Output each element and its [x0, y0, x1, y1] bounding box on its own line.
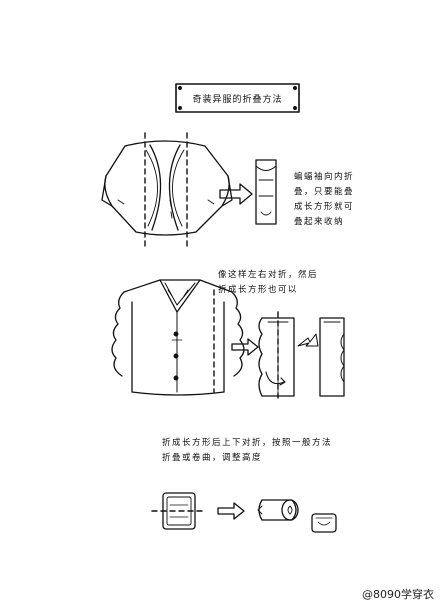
title-box: [175, 83, 300, 113]
bat-sleeve-garment-drawing: [101, 140, 233, 236]
arrow-1: [219, 183, 253, 205]
ruffled-vest-drawing: [111, 279, 245, 396]
folded-rectangle-1: [255, 159, 277, 225]
watermark: @8090学穿衣: [362, 588, 434, 601]
half-folded-vest: [258, 317, 295, 397]
folded-rectangle-2: [319, 317, 345, 397]
arrow-4: [217, 502, 245, 520]
folded-rectangle-3: [311, 513, 337, 533]
bat-sleeve-note: 蝙蝠袖向内折 叠，只要能叠 成长方形就可 叠起来收纳: [294, 172, 355, 227]
fold-guide-lines-1: [144, 132, 188, 247]
rolled-garment: [257, 499, 299, 521]
arrow-2: [231, 338, 259, 356]
page-title: 奇装异服的折叠方法: [192, 94, 283, 105]
rectangle-fold-note: 折成长方形后上下对折，按照一般方法 折叠或卷曲，调整高度: [162, 438, 333, 463]
vest-fold-note: 像这样左右对折，然后 折成长方形也可以: [218, 270, 319, 295]
arrow-3: [297, 333, 319, 347]
